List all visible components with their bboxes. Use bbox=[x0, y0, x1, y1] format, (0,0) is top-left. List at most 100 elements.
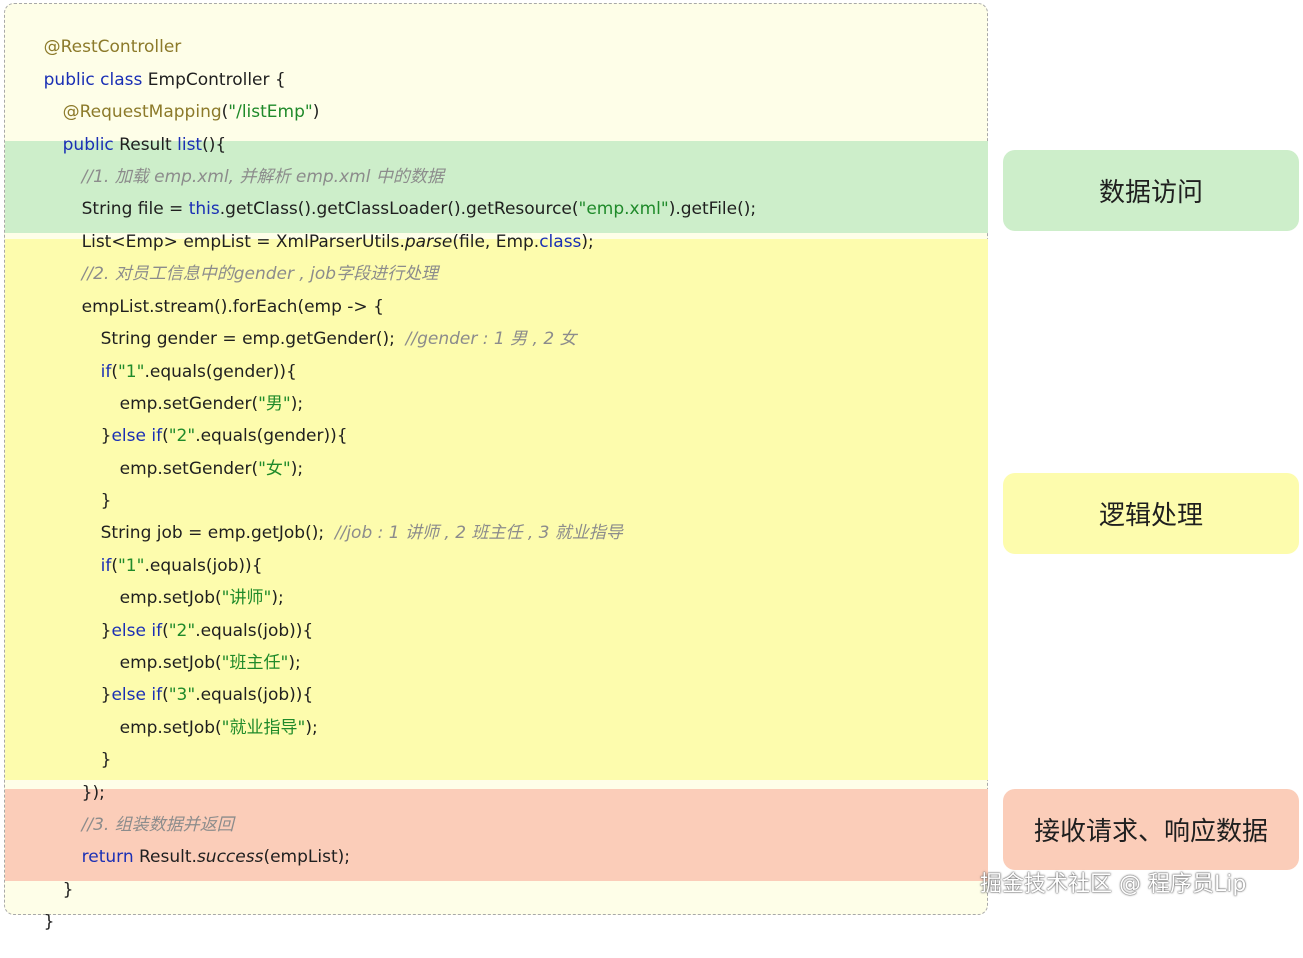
code-line: emp.setJob("班主任"); bbox=[98, 627, 301, 699]
request-response-label: 接收请求、响应数据 bbox=[1003, 789, 1299, 870]
code-line: String job = emp.getJob(); //job : 1 讲师 … bbox=[79, 497, 623, 569]
code-line: empList.stream().forEach(emp -> { bbox=[60, 271, 384, 343]
code-token: ).getFile(); bbox=[668, 199, 757, 219]
string-token: "就业指导" bbox=[221, 718, 306, 738]
code-token: emp.setGender( bbox=[119, 394, 259, 414]
code-token: (file, Emp. bbox=[452, 232, 540, 252]
method-token: list bbox=[177, 135, 203, 155]
string-token: "女" bbox=[258, 459, 291, 479]
string-token: "1" bbox=[117, 556, 145, 576]
code-line: public Result list(){ bbox=[41, 109, 227, 181]
code-line: @RestController bbox=[22, 11, 182, 83]
code-line: emp.setJob("讲师"); bbox=[98, 562, 284, 634]
code-line: } bbox=[79, 724, 112, 796]
string-token: "2" bbox=[168, 426, 196, 446]
string-token: "/listEmp" bbox=[228, 102, 313, 122]
keyword-token: class bbox=[539, 232, 582, 252]
method-token: parse bbox=[404, 232, 453, 252]
code-token: .equals(job)){ bbox=[195, 621, 314, 641]
code-token: emp.setJob( bbox=[119, 588, 222, 608]
request-response-band bbox=[5, 789, 988, 881]
code-token: ( bbox=[111, 556, 118, 576]
code-line: emp.setJob("就业指导"); bbox=[98, 692, 318, 764]
comment-token: //1. 加载 emp.xml, 并解析 emp.xml 中的数据 bbox=[81, 167, 444, 187]
code-token: ( bbox=[111, 362, 118, 382]
code-token: ( bbox=[221, 102, 229, 122]
keyword-token: else if bbox=[111, 426, 163, 446]
keyword-token: public bbox=[62, 135, 114, 155]
string-token: "讲师" bbox=[221, 588, 272, 608]
code-line: @RequestMapping("/listEmp") bbox=[41, 76, 320, 148]
code-token: } bbox=[100, 491, 112, 511]
data-access-band bbox=[5, 141, 988, 233]
code-line: } bbox=[79, 465, 112, 537]
string-token: "2" bbox=[168, 621, 196, 641]
keyword-token: this bbox=[188, 199, 220, 219]
code-token: emp.setGender( bbox=[119, 459, 259, 479]
code-token: Result. bbox=[133, 847, 197, 867]
keyword-token: return bbox=[81, 847, 134, 867]
code-line: if("1".equals(gender)){ bbox=[79, 336, 297, 408]
comment-token: //3. 组装数据并返回 bbox=[81, 815, 234, 835]
code-token: ); bbox=[290, 459, 304, 479]
code-token: ); bbox=[581, 232, 594, 252]
code-line: return Result.success(empList); bbox=[60, 821, 350, 893]
method-token: success bbox=[196, 847, 264, 867]
code-token: .equals(job)){ bbox=[144, 556, 263, 576]
code-token: List<Emp> empList = XmlParserUtils. bbox=[81, 232, 405, 252]
code-token: } bbox=[100, 685, 112, 705]
string-token: "男" bbox=[258, 394, 291, 414]
logic-label: 逻辑处理 bbox=[1003, 473, 1299, 554]
code-line: }else if("3".equals(job)){ bbox=[79, 659, 314, 731]
code-line: } bbox=[41, 854, 74, 926]
code-token: } bbox=[100, 621, 112, 641]
code-token: emp.setJob( bbox=[119, 718, 222, 738]
code-token: empList.stream().forEach(emp -> { bbox=[81, 297, 384, 317]
code-token: ); bbox=[271, 588, 284, 608]
watermark: 掘金技术社区 @ 程序员Lip bbox=[980, 872, 1247, 897]
comment-token: //2. 对员工信息中的gender , job字段进行处理 bbox=[81, 264, 439, 284]
keyword-token: else if bbox=[111, 621, 163, 641]
code-token: ( bbox=[162, 685, 169, 705]
code-token: .equals(gender)){ bbox=[144, 362, 297, 382]
code-line: //3. 组装数据并返回 bbox=[60, 789, 234, 861]
keyword-token: if bbox=[100, 556, 112, 576]
keyword-token: if bbox=[100, 362, 112, 382]
code-line: String gender = emp.getGender(); //gende… bbox=[79, 303, 577, 375]
code-line: //1. 加载 emp.xml, 并解析 emp.xml 中的数据 bbox=[60, 141, 444, 213]
annotation-token: @RequestMapping bbox=[62, 102, 222, 122]
code-line: }); bbox=[60, 757, 105, 829]
code-token: } bbox=[100, 426, 112, 446]
code-line: public class EmpController { bbox=[22, 44, 286, 116]
keyword-token: public class bbox=[43, 70, 143, 90]
code-line: if("1".equals(job)){ bbox=[79, 530, 263, 602]
code-token: } bbox=[43, 912, 55, 932]
code-line: String file = this.getClass().getClassLo… bbox=[60, 173, 756, 245]
code-token: ); bbox=[290, 394, 304, 414]
code-token: String file = bbox=[81, 199, 189, 219]
string-token: "3" bbox=[168, 685, 196, 705]
code-token: ( bbox=[162, 621, 169, 641]
code-line: //2. 对员工信息中的gender , job字段进行处理 bbox=[60, 238, 438, 310]
code-token: .equals(job)){ bbox=[195, 685, 314, 705]
code-token: emp.setJob( bbox=[119, 653, 222, 673]
code-token: ( bbox=[162, 426, 169, 446]
code-token: }); bbox=[81, 783, 105, 803]
code-line: List<Emp> empList = XmlParserUtils.parse… bbox=[60, 206, 594, 278]
code-token: ) bbox=[312, 102, 320, 122]
code-token: String gender = emp.getGender(); bbox=[100, 329, 406, 349]
data-access-label: 数据访问 bbox=[1003, 150, 1299, 231]
code-line: }else if("2".equals(gender)){ bbox=[79, 400, 348, 472]
code-line: emp.setGender("男"); bbox=[98, 368, 304, 440]
string-token: "emp.xml" bbox=[578, 199, 669, 219]
code-line: emp.setGender("女"); bbox=[98, 433, 304, 505]
code-token: ); bbox=[305, 718, 318, 738]
code-token: .getClass().getClassLoader().getResource… bbox=[219, 199, 579, 219]
code-token: } bbox=[100, 750, 112, 770]
code-token: String job = emp.getJob(); bbox=[100, 523, 335, 543]
code-line: } bbox=[22, 886, 55, 958]
annotation-token: @RestController bbox=[43, 37, 182, 57]
comment-token: //gender : 1 男 , 2 女 bbox=[405, 329, 577, 349]
code-token: (empList); bbox=[263, 847, 350, 867]
keyword-token: else if bbox=[111, 685, 163, 705]
